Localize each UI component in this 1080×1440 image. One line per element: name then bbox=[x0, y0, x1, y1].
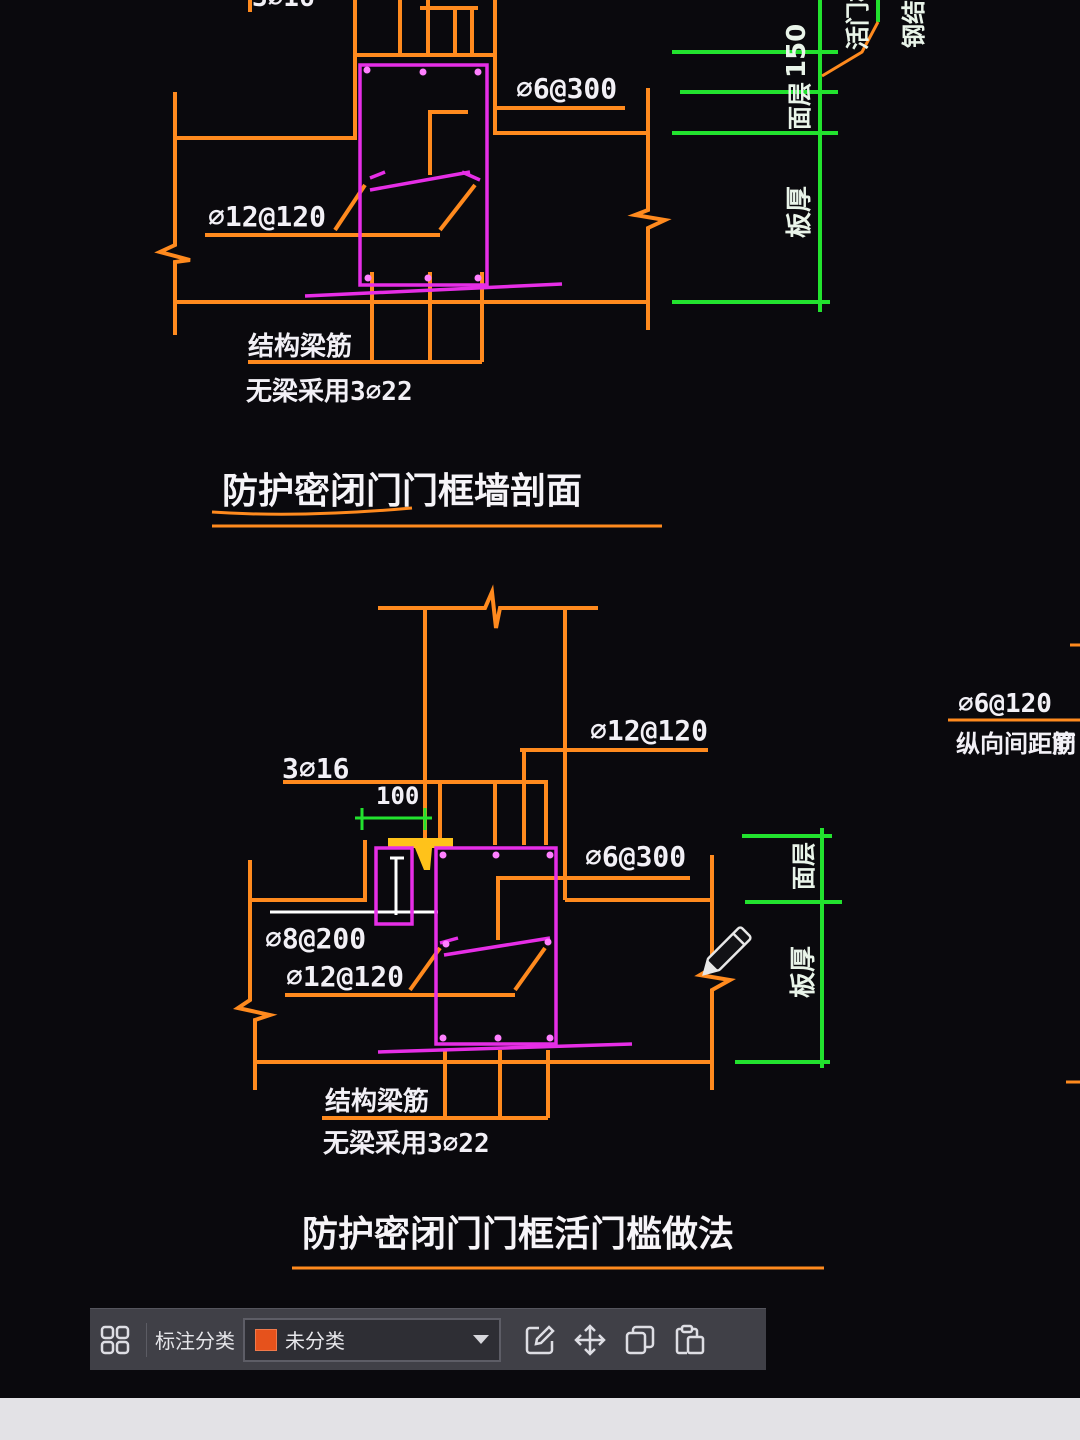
toolbar-divider bbox=[146, 1322, 147, 1357]
side-label-3: 筋 bbox=[1051, 730, 1076, 758]
detail1-note2: 无梁采用3⌀22 bbox=[246, 377, 413, 407]
detail2-bar12-label: ⌀12@120 bbox=[286, 960, 404, 993]
category-label: 标注分类 bbox=[155, 1329, 235, 1353]
rebar-dots-2 bbox=[439, 851, 554, 1042]
dim2-label-b: 板厚 bbox=[789, 946, 819, 998]
detail-2 bbox=[232, 584, 736, 1120]
dimension-1 bbox=[672, 0, 880, 312]
detail2-title: 防护密闭门门框活门槛做法 bbox=[302, 1213, 734, 1255]
grid-icon bbox=[100, 1325, 130, 1354]
dim1-label-d: 钢结构 bbox=[900, 0, 928, 48]
dim1-label-c: 活门槛 bbox=[844, 0, 872, 50]
dim1-label-b: 板厚 bbox=[785, 186, 815, 238]
detail2-top-bar-label: ⌀12@120 bbox=[590, 714, 708, 747]
detail2-three-bar-label: 3⌀16 bbox=[282, 752, 349, 785]
dimension-2 bbox=[735, 828, 842, 1068]
rebar-dots-1 bbox=[363, 66, 482, 282]
side-label-2: 纵向间距同 bbox=[956, 730, 1076, 758]
detail2-stirrup-label: ⌀6@300 bbox=[585, 840, 686, 873]
detail1-bar-label: ⌀12@120 bbox=[208, 200, 326, 233]
detail2-bar8-label: ⌀8@200 bbox=[265, 922, 366, 955]
side-label-1: ⌀6@120 bbox=[958, 689, 1052, 719]
detail1-title: 防护密闭门门框墙剖面 bbox=[222, 470, 582, 512]
grid-button[interactable] bbox=[90, 1315, 140, 1365]
dim-100 bbox=[355, 808, 432, 830]
annotation-toolbar: 标注分类 未分类 bbox=[90, 1308, 766, 1370]
copy-icon bbox=[625, 1325, 655, 1354]
category-color-swatch bbox=[255, 1328, 277, 1351]
category-selected-value: 未分类 bbox=[285, 1329, 345, 1353]
pencil-cursor-icon bbox=[702, 926, 752, 976]
detail-1 bbox=[154, 0, 672, 364]
paste-button[interactable] bbox=[665, 1315, 715, 1365]
detail1-note1: 结构梁筋 bbox=[248, 331, 352, 362]
paste-icon bbox=[675, 1324, 705, 1354]
detail1-stirrup-label: ⌀6@300 bbox=[516, 72, 617, 105]
dim1-label-a: 面层 bbox=[786, 82, 814, 130]
category-select[interactable]: 未分类 bbox=[243, 1317, 501, 1362]
top-partial-label: 3⌀16 bbox=[252, 0, 315, 13]
dim1-value: 150 bbox=[782, 24, 812, 78]
dim2-label-a: 面层 bbox=[790, 842, 818, 890]
anchor-bolt bbox=[390, 856, 404, 915]
move-button[interactable] bbox=[565, 1315, 615, 1365]
detail2-note1: 结构梁筋 bbox=[325, 1086, 429, 1117]
embedded-plate bbox=[388, 838, 453, 870]
status-strip bbox=[0, 1398, 1080, 1440]
copy-button[interactable] bbox=[615, 1315, 665, 1365]
rebar-cage-2 bbox=[374, 846, 633, 1054]
edit-button[interactable] bbox=[515, 1315, 565, 1365]
detail2-dim100-label: 100 bbox=[376, 782, 419, 810]
detail2-note2: 无梁采用3⌀22 bbox=[323, 1129, 490, 1159]
chevron-down-icon bbox=[473, 1335, 489, 1344]
move-icon bbox=[574, 1323, 606, 1356]
rebar-cage-1 bbox=[304, 63, 563, 298]
edit-icon bbox=[525, 1324, 555, 1354]
